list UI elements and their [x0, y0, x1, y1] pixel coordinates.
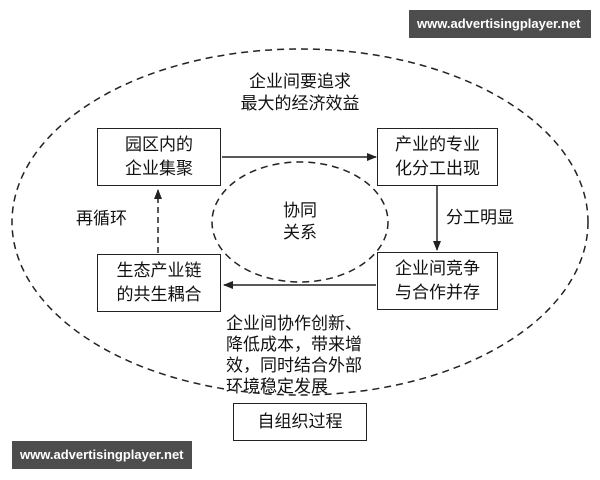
edge-label-cooperation: 企业间协作创新、 降低成本，带来增 效，同时结合外部 环境稳定发展	[226, 314, 362, 397]
node-cluster: 园区内的 企业集聚	[97, 128, 221, 186]
center-dashed-ellipse	[211, 161, 389, 283]
edge-label-recycle: 再循环	[76, 209, 127, 229]
node-competition: 企业间竞争 与合作并存	[377, 252, 498, 310]
outer-dashed-ellipse	[11, 48, 589, 396]
node-specialization: 产业的专业 化分工出现	[377, 128, 498, 186]
watermark-bottom: www.advertisingplayer.net	[12, 441, 192, 469]
node-coupling: 生态产业链 的共生耦合	[97, 254, 221, 312]
center-label: 协同 关系	[283, 201, 317, 243]
edge-label-division: 分工明显	[446, 208, 514, 228]
goal-label: 企业间要追求 最大的经济效益	[240, 72, 360, 114]
watermark-top: www.advertisingplayer.net	[409, 10, 591, 38]
caption-box: 自组织过程	[233, 403, 367, 441]
